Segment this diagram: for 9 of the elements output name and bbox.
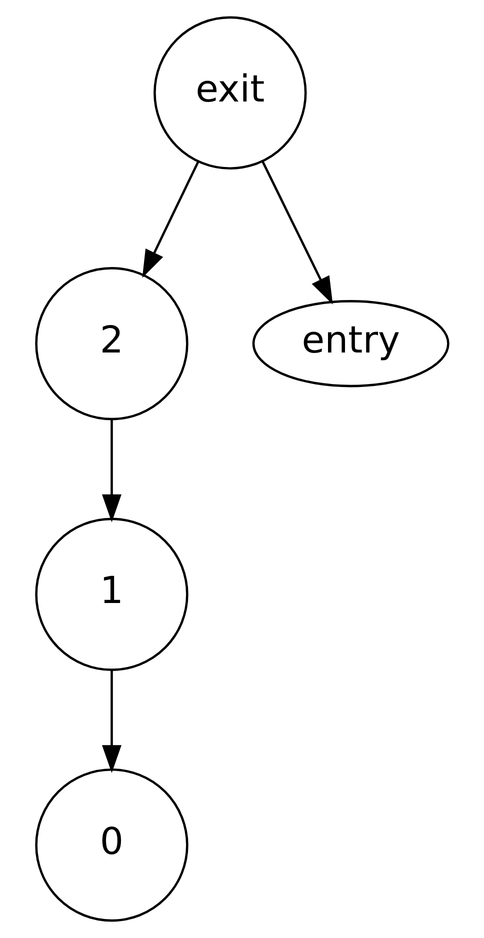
- arrow: [102, 670, 122, 773]
- node-circle: 1: [35, 518, 188, 671]
- node-circle: exit: [154, 16, 307, 170]
- node-ellipse: entry: [252, 300, 450, 388]
- node-circle: 0: [35, 768, 188, 922]
- arrow: [261, 160, 333, 305]
- arrow: [102, 419, 122, 522]
- arrow: [142, 161, 200, 278]
- node-circle: 2: [35, 267, 188, 420]
